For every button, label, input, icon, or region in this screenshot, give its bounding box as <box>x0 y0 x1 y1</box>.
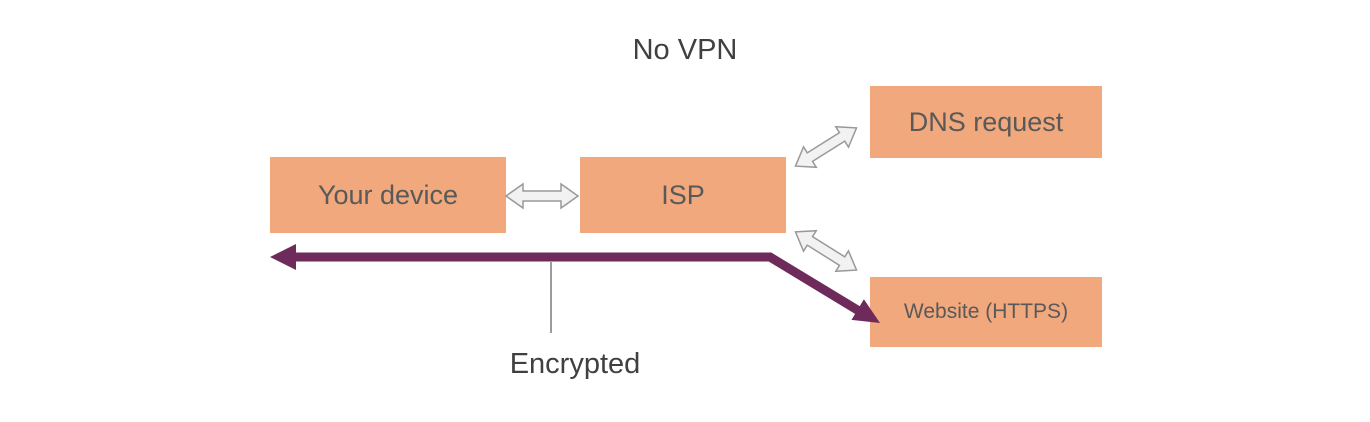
node-dns-request: DNS request <box>870 86 1102 158</box>
node-dns-request-label: DNS request <box>908 106 1064 137</box>
isp-dns-double-arrow-icon <box>794 125 858 169</box>
node-your-device-label: Your device <box>317 179 459 210</box>
node-website-https: Website (HTTPS) <box>870 277 1102 347</box>
encrypted-arrow-head-left-icon <box>270 244 296 270</box>
node-isp: ISP <box>580 157 786 233</box>
encrypted-caption: Encrypted <box>509 348 641 380</box>
node-your-device: Your device <box>270 157 506 233</box>
isp-website-double-arrow-icon <box>794 229 858 273</box>
encrypted-arrow-shaft <box>293 252 862 315</box>
node-isp-label: ISP <box>661 179 705 210</box>
device-isp-double-arrow-icon <box>504 182 580 210</box>
node-website-https-label: Website (HTTPS) <box>903 300 1069 323</box>
diagram-title: No VPN <box>632 34 738 66</box>
